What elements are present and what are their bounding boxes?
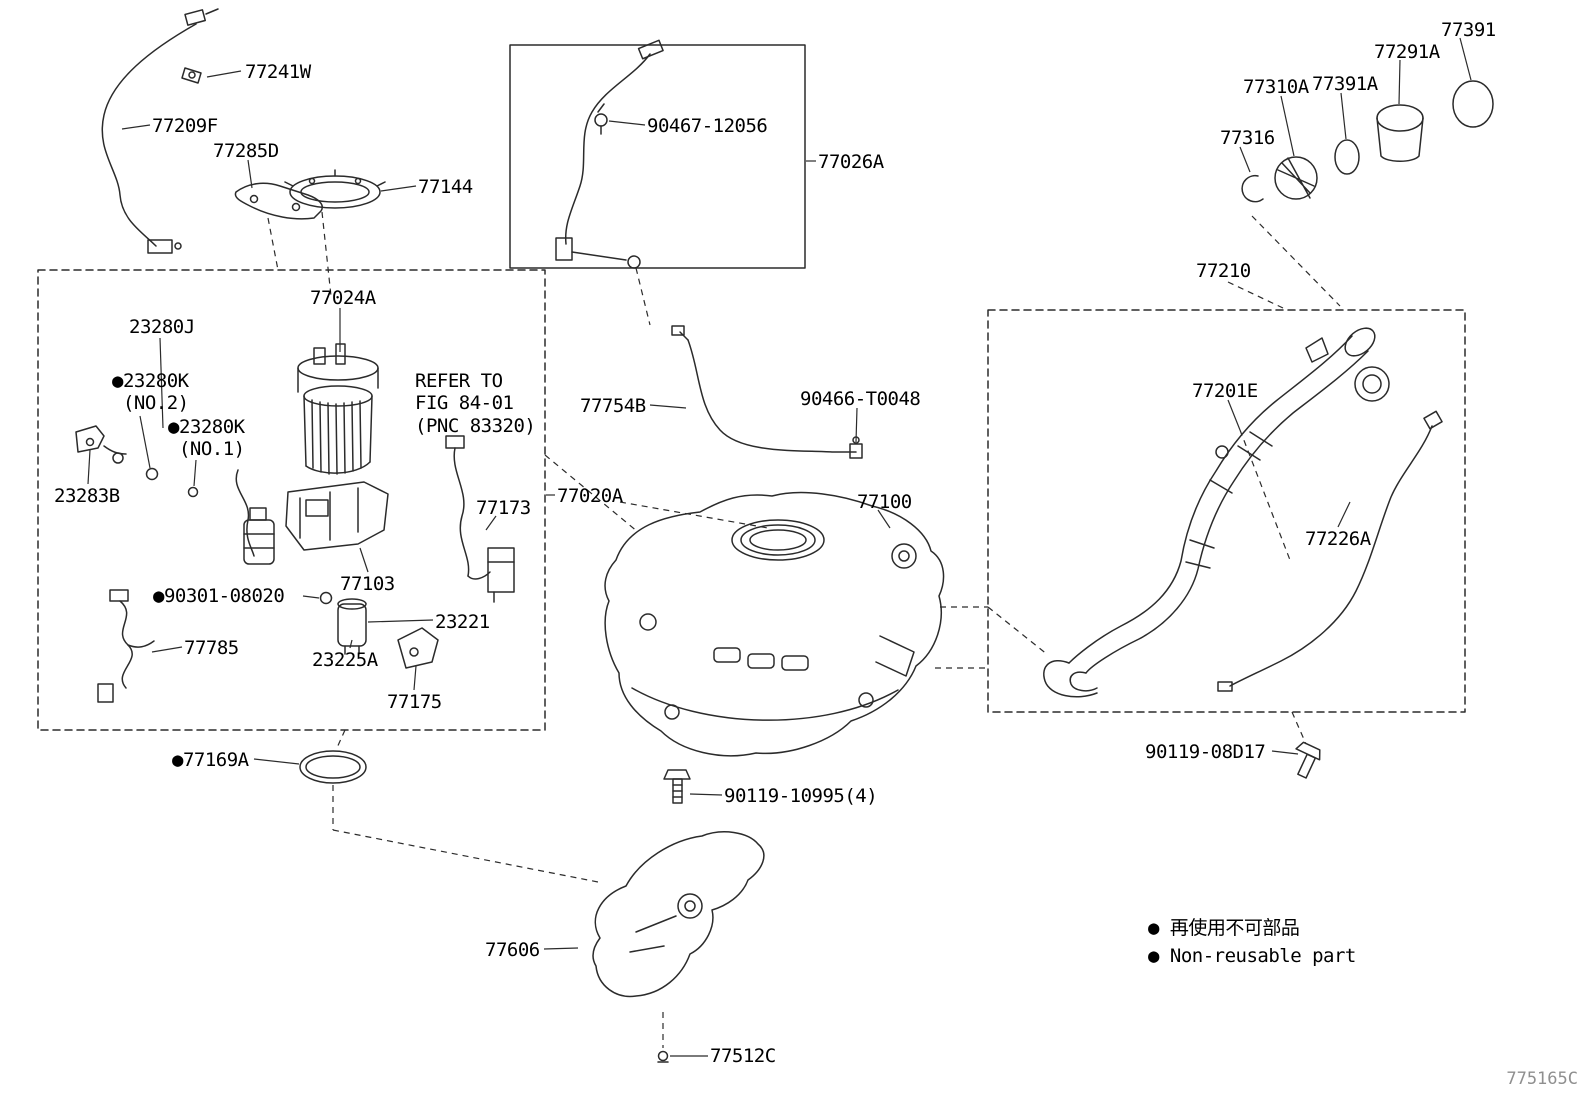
label-77024A: 77024A	[310, 287, 376, 309]
part-77144-plate	[284, 169, 386, 209]
part-77754B-tube	[671, 325, 857, 453]
label-77209F: 77209F	[152, 115, 218, 137]
part-77391A-ring	[1334, 139, 1360, 175]
part-77785-harness	[97, 589, 155, 703]
label-77285D: 77285D	[213, 140, 279, 162]
label-77210: 77210	[1196, 260, 1251, 282]
part-77210-filler-pipe	[1043, 327, 1390, 698]
part-90119-08D17-bolt	[1295, 741, 1321, 779]
label-77316: 77316	[1220, 127, 1275, 149]
diagram-code: 775165C	[1506, 1069, 1578, 1089]
part-23280K-oring-no2	[145, 467, 159, 481]
label-90119-08D17: 90119-08D17	[1145, 741, 1266, 763]
label-77201E: 77201E	[1192, 380, 1258, 402]
part-77391-gasket	[1452, 80, 1494, 128]
label-23280K-no1: ●23280K (NO.1)	[168, 416, 245, 461]
part-77606-protector	[592, 831, 765, 998]
label-77391: 77391	[1441, 19, 1496, 41]
part-77100-fuel-tank	[604, 491, 945, 757]
part-90467-12056-clamp	[594, 103, 608, 135]
part-77209F-tube	[101, 8, 219, 254]
label-77173: 77173	[476, 497, 531, 519]
legend-en: ● Non-reusable part	[1148, 945, 1356, 967]
label-77310A: 77310A	[1243, 76, 1309, 98]
part-77291A-shield	[1376, 104, 1424, 162]
label-77226A: 77226A	[1305, 528, 1371, 550]
label-77100: 77100	[857, 491, 912, 513]
label-77512C: 77512C	[710, 1045, 776, 1067]
label-77606: 77606	[485, 939, 540, 961]
label-77785: 77785	[184, 637, 239, 659]
part-90301-08020-oring	[319, 591, 333, 605]
part-77512C-clip	[657, 1050, 669, 1063]
part-77173-wire	[445, 435, 515, 603]
part-23221-pump	[337, 598, 367, 655]
part-sub-pump-tube	[235, 469, 275, 565]
label-77175: 77175	[387, 691, 442, 713]
label-77291A: 77291A	[1374, 41, 1440, 63]
part-23283B-clamp	[75, 425, 127, 464]
part-77169A-gasket	[299, 750, 367, 784]
part-23280K-oring-no1	[187, 486, 199, 498]
label-23280J: 23280J	[129, 316, 195, 338]
label-77144: 77144	[418, 176, 473, 198]
part-77316-ring	[1241, 174, 1264, 203]
label-90466-T0048: 90466-T0048	[800, 388, 921, 410]
label-90301-08020: ●90301-08020	[153, 585, 285, 607]
label-77026A: 77026A	[818, 151, 884, 173]
pump-assembly-dashed-box	[37, 269, 546, 731]
part-77026A-tube	[555, 39, 664, 269]
label-90467-12056: 90467-12056	[647, 115, 768, 137]
part-77024A-pump-module	[297, 343, 379, 475]
legend-jp: ● 再使用不可部品	[1148, 917, 1300, 939]
part-77285D-bracket	[234, 182, 323, 220]
leader-lines	[87, 37, 1472, 1057]
dashed-reference-lines	[267, 211, 1341, 1048]
part-77241W-clip	[181, 67, 202, 84]
label-23280K-no2: ●23280K (NO.2)	[112, 370, 189, 415]
part-77103-support	[285, 481, 389, 551]
filler-pipe-dashed-box	[987, 309, 1466, 713]
label-23221: 23221	[435, 611, 490, 633]
part-90119-10995-bolt	[663, 769, 691, 804]
label-77169A: ●77169A	[172, 749, 249, 771]
part-77310A-cap	[1274, 156, 1318, 200]
part-77175-bracket	[397, 627, 439, 669]
label-23225A: 23225A	[312, 649, 378, 671]
tube-77026A-box	[509, 44, 806, 269]
label-77391A: 77391A	[1312, 73, 1378, 95]
part-77226A-tube	[1217, 410, 1443, 692]
label-90119-10995: 90119-10995(4)	[724, 785, 878, 807]
label-77754B: 77754B	[580, 395, 646, 417]
label-77020A: 77020A	[557, 485, 623, 507]
label-23283B: 23283B	[54, 485, 120, 507]
label-77241W: 77241W	[245, 61, 311, 83]
label-77103: 77103	[340, 573, 395, 595]
